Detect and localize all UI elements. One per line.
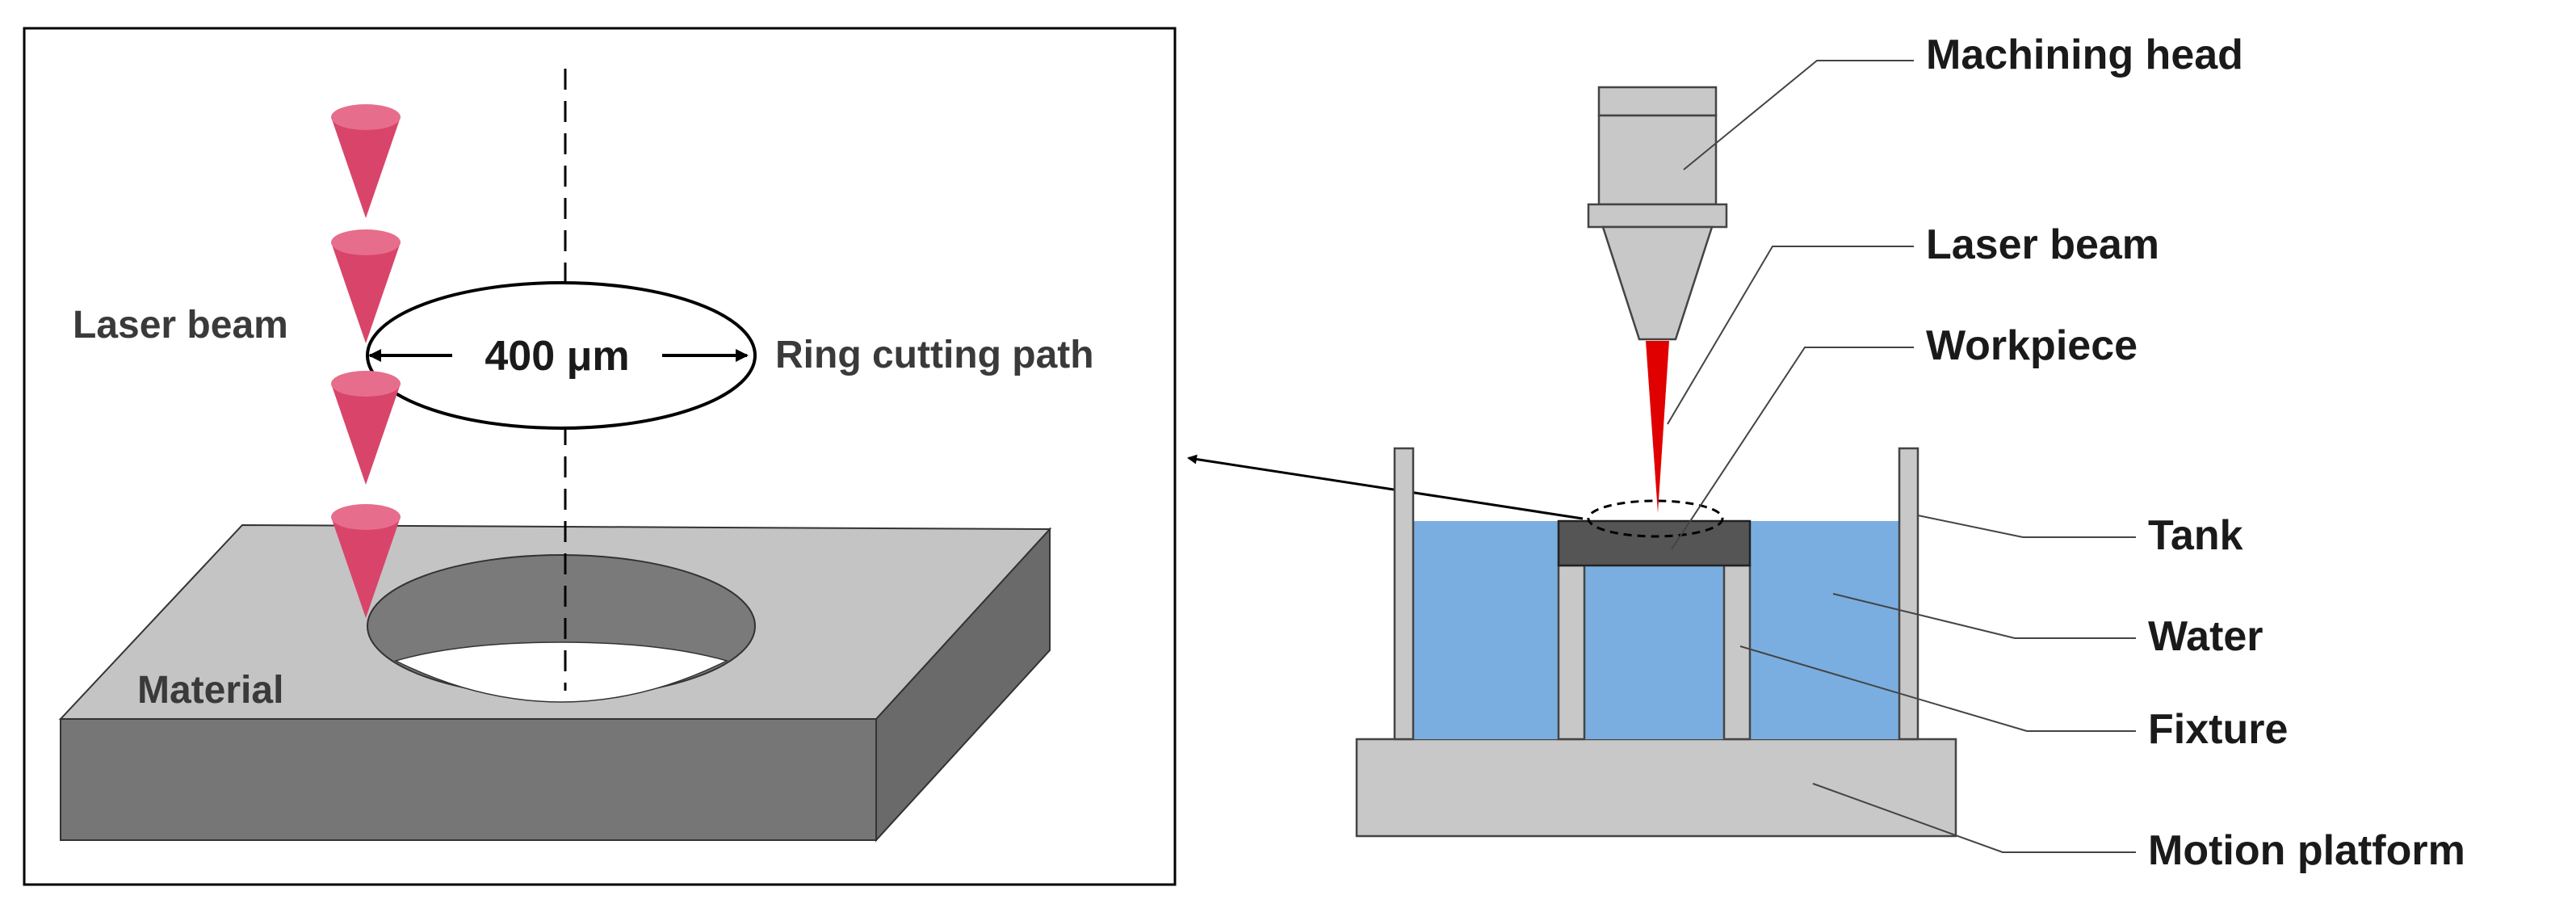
fixture-leg-left xyxy=(1557,564,1586,741)
tank-wall-left xyxy=(1393,447,1415,741)
leader-workpiece xyxy=(1671,347,1914,550)
label-tank: Tank xyxy=(2148,512,2243,559)
laser-cone-2 xyxy=(331,229,401,343)
diameter-label: 400 μm xyxy=(485,333,629,380)
ring-cutting-path xyxy=(366,281,757,430)
material-label: Material xyxy=(137,669,283,712)
leader-lines xyxy=(1667,60,2136,853)
material-block: Material xyxy=(58,523,1052,843)
laser-cone-3 xyxy=(331,371,401,485)
label-water: Water xyxy=(2148,613,2263,660)
leader-motion-platform xyxy=(1812,783,2136,853)
label-laser-beam: Laser beam xyxy=(1926,221,2159,268)
detail-view: Material 400 μm Ring cutting path xyxy=(23,27,1177,886)
zoom-arrow xyxy=(1187,454,1584,520)
ring-cutting-path-label: Ring cutting path xyxy=(775,334,1094,376)
label-workpiece: Workpiece xyxy=(1926,322,2138,369)
workpiece xyxy=(1557,519,1752,567)
label-machining-head: Machining head xyxy=(1926,32,2243,78)
laser-beam-label-detail: Laser beam xyxy=(73,304,288,347)
setup-view: Machining head Laser beam Workpiece Tank… xyxy=(1355,32,2465,874)
leader-fixture xyxy=(1739,645,2136,732)
label-fixture: Fixture xyxy=(2148,706,2288,753)
laser-pulse-cones xyxy=(331,104,401,618)
workpiece-highlight xyxy=(1587,499,1724,538)
head-body xyxy=(1597,114,1718,206)
motion-platform xyxy=(1355,738,1957,838)
tank-wall-right xyxy=(1898,447,1919,741)
label-motion-platform: Motion platform xyxy=(2148,827,2465,874)
laser-beam xyxy=(1646,341,1669,513)
head-cap xyxy=(1597,86,1718,117)
leader-machining-head xyxy=(1683,60,1914,170)
fixture-leg-right xyxy=(1722,564,1752,741)
machining-head xyxy=(1587,86,1728,341)
laser-cone-4 xyxy=(331,504,401,618)
cut-hole-opening xyxy=(393,641,729,703)
head-nozzle xyxy=(1601,225,1714,341)
laser-cone-1 xyxy=(331,104,401,218)
leader-tank xyxy=(1917,515,2136,538)
leader-laser-beam xyxy=(1667,246,1914,425)
leader-water xyxy=(1832,593,2136,639)
material-front-face xyxy=(60,718,877,841)
head-flange xyxy=(1587,203,1728,229)
